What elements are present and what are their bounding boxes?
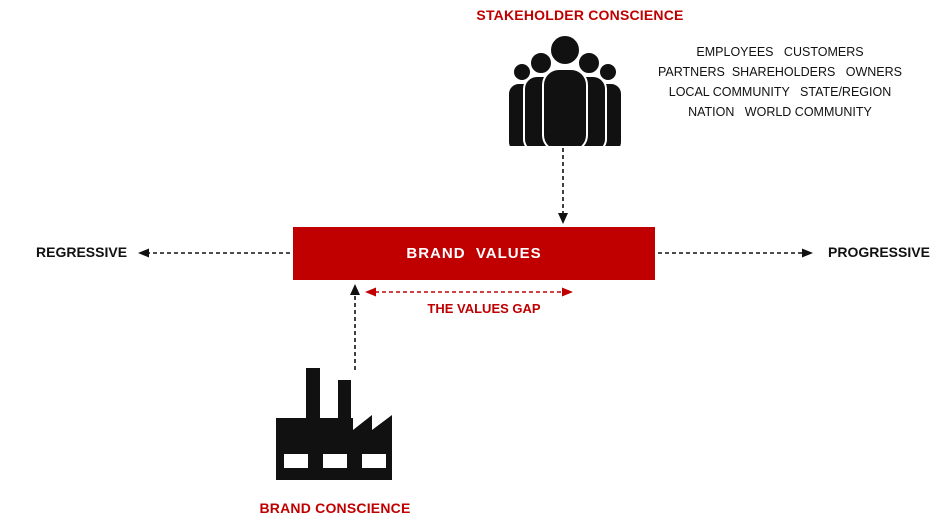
factory-icon (268, 368, 403, 480)
arrow-right-progressive (658, 247, 813, 259)
stakeholder-list-line: LOCAL COMMUNITY STATE/REGION (668, 85, 892, 99)
stakeholder-list-line: NATION WORLD COMMUNITY (688, 105, 872, 119)
stakeholder-list: EMPLOYEES CUSTOMERS PARTNERS SHAREHOLDER… (632, 42, 928, 122)
brand-conscience-title: BRAND CONSCIENCE (259, 500, 411, 516)
brand-values-box: BRAND VALUES (293, 227, 655, 280)
arrow-down-stakeholder (555, 148, 571, 224)
values-gap-double-arrow (365, 286, 573, 298)
stakeholder-list-line: EMPLOYEES CUSTOMERS (696, 45, 864, 59)
brand-values-label: BRAND VALUES (406, 245, 542, 262)
progressive-label: PROGRESSIVE (828, 244, 930, 260)
stakeholder-list-line: PARTNERS SHAREHOLDERS OWNERS (657, 65, 903, 79)
arrow-left-regressive (138, 247, 290, 259)
people-group-icon (500, 28, 630, 146)
arrow-up-brand-conscience (347, 284, 363, 370)
stakeholder-conscience-title: STAKEHOLDER CONSCIENCE (476, 7, 684, 23)
values-gap-label: THE VALUES GAP (427, 301, 541, 316)
regressive-label: REGRESSIVE (36, 244, 128, 260)
